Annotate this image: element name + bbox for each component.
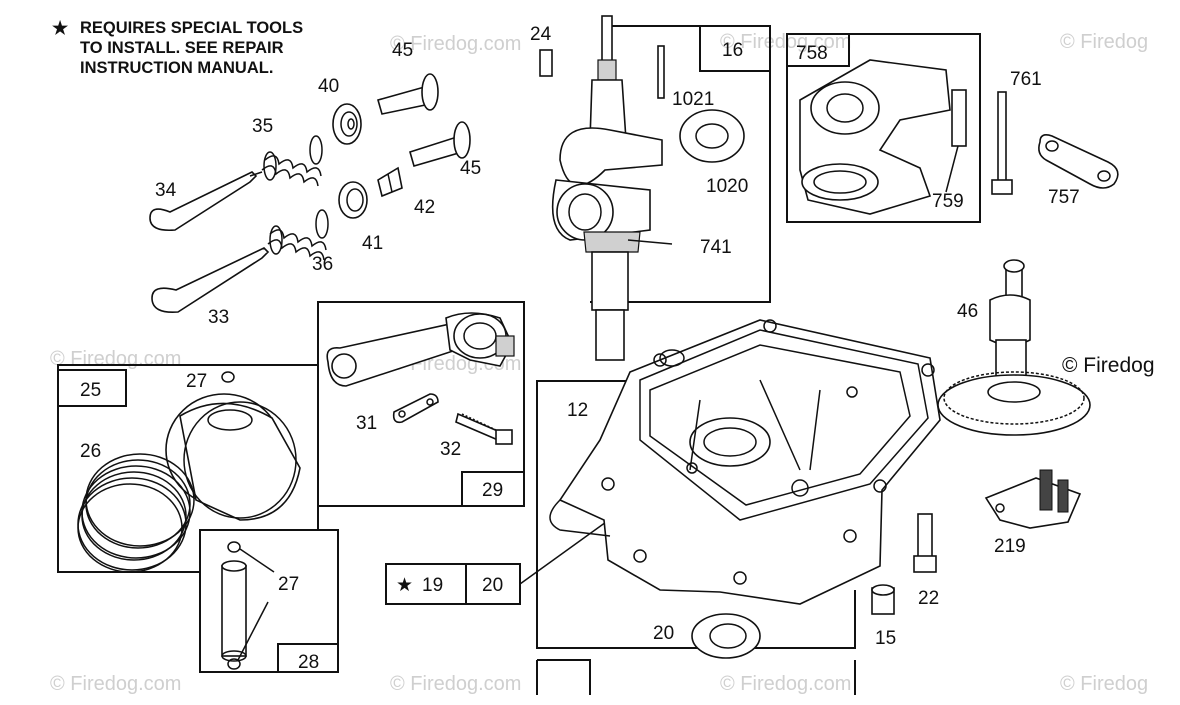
callout-34: 34	[155, 180, 177, 201]
callout-40: 40	[318, 76, 339, 97]
valve-spring-upper	[261, 135, 323, 187]
bracket-bolt	[991, 91, 1013, 195]
exhaust-valve	[149, 171, 263, 232]
rod-bolt	[455, 412, 513, 445]
callout-25: 25	[80, 380, 101, 401]
piston-rings	[77, 453, 195, 573]
governor-bracket	[799, 59, 951, 215]
callout-32: 32	[440, 439, 461, 460]
callout-27-upper: 27	[186, 371, 207, 392]
callout-15: 15	[875, 628, 896, 649]
callout-45-lower: 45	[460, 158, 481, 179]
watermark: © Firedog.com	[720, 673, 851, 695]
drain-plug	[871, 584, 895, 615]
watermark: © Firedog.com	[390, 33, 521, 55]
callout-33: 33	[208, 307, 229, 328]
valve-spring-lower	[267, 209, 329, 261]
callout-759: 759	[932, 191, 964, 212]
callout-31: 31	[356, 413, 377, 434]
valve-keeper	[377, 166, 403, 198]
callout-219: 219	[994, 536, 1026, 557]
valve-tappet-upper	[377, 73, 439, 115]
connecting-rod	[326, 312, 515, 387]
intake-valve	[151, 247, 270, 314]
callout-757: 757	[1048, 187, 1080, 208]
callout-20: 20	[653, 623, 674, 644]
callout-35: 35	[252, 116, 273, 137]
watermark: © Firedog	[1062, 354, 1155, 377]
circlip	[221, 371, 235, 383]
callout-20-box: 20	[482, 575, 503, 596]
piston-pin-box	[199, 529, 339, 673]
pin-circlips	[227, 541, 275, 670]
watermark: © Firedog.com	[720, 31, 851, 53]
callout-29: 29	[482, 480, 503, 501]
callout-758: 758	[796, 43, 828, 64]
callout-1020: 1020	[706, 176, 748, 197]
callout-labels: 24 16 758 761 45 40 35 45 34 42 41 36 33…	[80, 24, 1080, 673]
callout-42: 42	[414, 197, 435, 218]
valve-retainer-lower	[338, 181, 368, 219]
callout-22: 22	[918, 588, 939, 609]
crankshaft-group-box	[590, 25, 771, 303]
pin	[657, 45, 665, 99]
link-arm	[1038, 134, 1119, 189]
bracket-group-box	[786, 33, 981, 223]
camshaft	[937, 259, 1091, 436]
watermark: © Firedog	[1060, 31, 1148, 53]
valve-retainer-upper	[332, 103, 362, 145]
counterweight-ring	[679, 109, 745, 163]
callout-26: 26	[80, 441, 101, 462]
connecting-rod-box	[317, 301, 525, 507]
callout-761: 761	[1010, 69, 1042, 90]
crankshaft	[551, 15, 673, 361]
callout-19: 19	[422, 575, 443, 596]
star-icon: ★	[52, 18, 69, 38]
key	[539, 49, 553, 77]
sump-group-box	[536, 380, 856, 695]
callout-12: 12	[567, 400, 588, 421]
note-text: REQUIRES SPECIAL TOOLS TO INSTALL. SEE R…	[80, 19, 304, 77]
lock-plate	[392, 393, 439, 424]
callout-27-lower: 27	[278, 574, 299, 595]
engine-sump	[549, 319, 941, 605]
bracket-pin	[945, 89, 967, 193]
piston-pin	[221, 560, 247, 662]
callout-24: 24	[530, 24, 552, 45]
callout-46: 46	[957, 301, 978, 322]
callout-28: 28	[298, 652, 319, 673]
piston	[165, 393, 301, 521]
callout-741: 741	[700, 237, 732, 258]
callout-1021: 1021	[672, 89, 714, 110]
watermark: © Firedog.com	[50, 673, 181, 695]
watermark: © Firedog.com	[50, 348, 181, 370]
callout-45-upper: 45	[392, 40, 413, 61]
callout-41: 41	[362, 233, 383, 254]
valve-tappet-lower	[409, 121, 471, 167]
oil-seal	[691, 613, 761, 659]
star-marker: ★	[396, 575, 413, 596]
watermark: © Firedog.com	[390, 673, 521, 695]
governor-assembly	[984, 469, 1082, 529]
callout-36: 36	[312, 254, 333, 275]
watermark: © Firedog	[1060, 673, 1148, 695]
callout-16: 16	[722, 40, 743, 61]
sump-bolt	[913, 513, 937, 573]
